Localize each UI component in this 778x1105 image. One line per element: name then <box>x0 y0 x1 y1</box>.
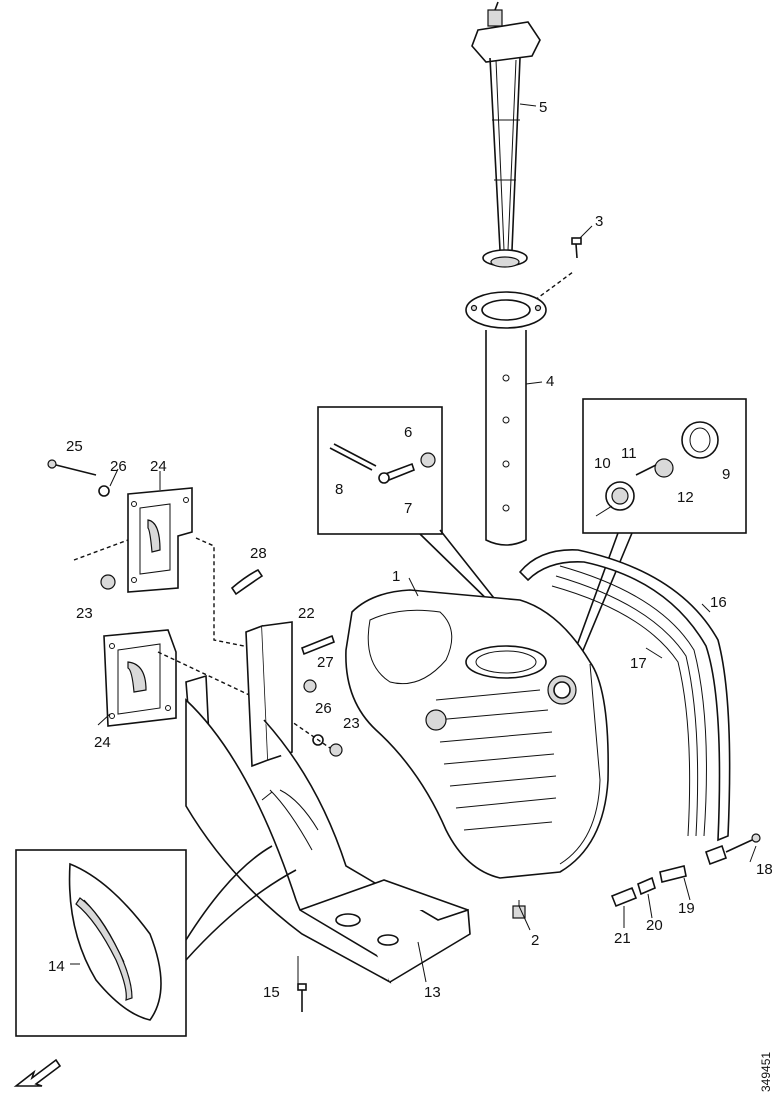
callout-28: 28 <box>250 545 267 562</box>
part-strap-fasteners <box>610 833 761 908</box>
part-drain-plug <box>512 900 526 919</box>
callout-8: 8 <box>335 481 343 498</box>
callout-14: 14 <box>48 958 65 975</box>
callout-9: 9 <box>722 466 730 483</box>
callout-3: 3 <box>595 213 603 230</box>
callout-26b: 26 <box>315 700 332 717</box>
callout-24a: 24 <box>150 458 167 475</box>
direction-arrow-icon <box>13 1058 62 1087</box>
callout-5: 5 <box>539 99 547 116</box>
callout-15: 15 <box>263 984 280 1001</box>
callout-19: 19 <box>678 900 695 917</box>
callout-24b: 24 <box>94 734 111 751</box>
callout-25: 25 <box>66 438 83 455</box>
callout-10: 10 <box>594 455 611 472</box>
callout-7: 7 <box>404 500 412 517</box>
part-stud <box>297 983 307 1012</box>
callout-26a: 26 <box>110 458 127 475</box>
part-bracket-lower <box>103 629 177 727</box>
callout-6: 6 <box>404 424 412 441</box>
part-screw <box>571 237 582 259</box>
part-bolts <box>47 459 343 757</box>
part-filler-pipe <box>465 291 547 546</box>
detail-box-cap <box>582 398 747 534</box>
part-sender-unit <box>471 1 541 268</box>
detail-box-seal <box>15 849 187 1037</box>
figure-code: 349451 <box>759 1052 773 1092</box>
callout-11: 11 <box>621 445 637 462</box>
callout-27: 27 <box>317 654 334 671</box>
callout-18: 18 <box>756 861 773 878</box>
callout-13: 13 <box>424 984 441 1001</box>
part-mounting-frame <box>185 621 471 984</box>
detail-box-clamp <box>317 406 443 535</box>
callout-4: 4 <box>546 373 554 390</box>
part-bracket-upper <box>127 487 193 593</box>
callout-17: 17 <box>630 655 647 672</box>
callout-23b: 23 <box>343 715 360 732</box>
callout-23a: 23 <box>76 605 93 622</box>
callout-16: 16 <box>710 594 727 611</box>
callout-22: 22 <box>298 605 315 622</box>
callout-20: 20 <box>646 917 663 934</box>
leader-lines <box>70 103 757 984</box>
callout-12: 12 <box>677 489 694 506</box>
callout-labels: 1 2 3 4 5 6 7 8 9 10 11 12 13 14 15 16 1… <box>48 99 773 1001</box>
callout-2: 2 <box>531 932 539 949</box>
part-tank-straps <box>518 549 731 842</box>
part-fuel-tank <box>345 589 609 879</box>
callout-21: 21 <box>614 930 631 947</box>
callout-1: 1 <box>392 568 400 585</box>
